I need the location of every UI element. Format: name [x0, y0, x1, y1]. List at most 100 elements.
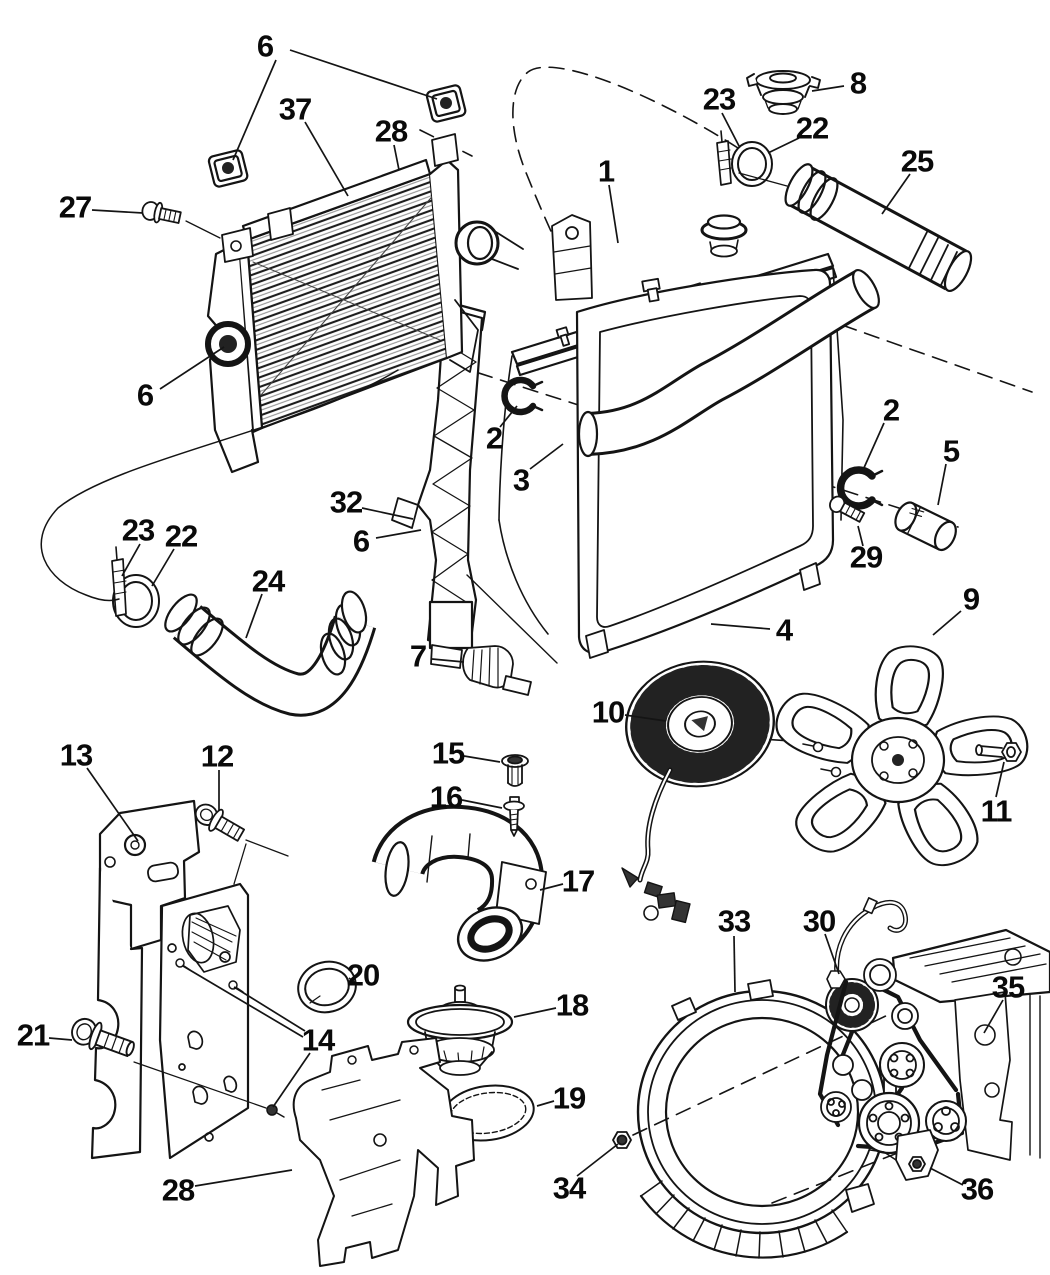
callout-14: 14 — [301, 1022, 335, 1058]
callout-8: 8 — [849, 65, 867, 101]
callout-5: 5 — [942, 433, 960, 469]
intercooler-illustration — [205, 133, 524, 474]
callout-17: 17 — [561, 863, 595, 899]
callout-10: 10 — [591, 694, 625, 730]
intercooler-hose-upper — [784, 163, 973, 292]
mount-bolt-29 — [829, 495, 866, 523]
leader-line-10 — [624, 714, 667, 722]
callout-20: 20 — [346, 957, 380, 993]
callout-35: 35 — [991, 969, 1025, 1005]
leader-line-24 — [245, 593, 263, 639]
mounting-bracket — [90, 799, 250, 1160]
leader-line-22 — [767, 137, 800, 154]
intercooler-mount-grommet — [205, 321, 251, 367]
heater-plug — [501, 754, 529, 787]
callout-3: 3 — [512, 462, 530, 498]
bracket-hole — [167, 905, 241, 1142]
callout-16: 16 — [429, 779, 463, 815]
leader-line-2 — [499, 405, 518, 428]
bolt-21 — [71, 1017, 267, 1109]
leader-line-34 — [576, 1143, 619, 1177]
leader-line-5 — [937, 463, 947, 506]
callout-15: 15 — [431, 735, 465, 771]
callout-22: 22 — [164, 518, 198, 554]
leader-line-13 — [86, 767, 139, 842]
leader-line-6 — [232, 59, 277, 161]
leader-line-1 — [608, 184, 619, 244]
callout-13: 13 — [59, 737, 93, 773]
leader-line-21 — [48, 1037, 73, 1041]
leader-line-2 — [862, 422, 885, 471]
fan-blade — [764, 641, 1034, 876]
insulator-bushing — [894, 501, 957, 552]
callout-28: 28 — [161, 1172, 195, 1208]
thermostat — [406, 984, 514, 1076]
leader-line-17 — [539, 883, 564, 891]
callout-2: 2 — [485, 420, 503, 456]
leader-line-23 — [121, 543, 141, 577]
leader-line-6 — [375, 529, 422, 539]
clutch-harness — [621, 767, 691, 924]
mount-nut — [207, 84, 467, 188]
leader-line-22 — [151, 548, 175, 587]
callout-7: 7 — [409, 638, 427, 674]
leader-line-28 — [393, 144, 400, 171]
hose-clamp-lower — [111, 546, 160, 628]
leader-line-37 — [304, 121, 349, 197]
callout-37: 37 — [278, 91, 312, 127]
radiator-cap — [746, 70, 821, 115]
air-duct — [292, 1037, 475, 1267]
callout-4: 4 — [775, 612, 793, 648]
leader-line-29 — [857, 525, 864, 547]
radiator-upper-mount — [551, 214, 593, 301]
callout-30: 30 — [802, 903, 836, 939]
callout-33: 33 — [717, 903, 751, 939]
leader-line-11 — [995, 761, 1005, 798]
leader-line-9 — [932, 610, 962, 636]
radiator-filler-neck — [700, 214, 748, 258]
callout-23: 23 — [702, 81, 736, 117]
callout-1: 1 — [597, 153, 615, 189]
engine-assembly — [817, 897, 1050, 1181]
leader-line-3 — [529, 443, 564, 470]
leader-line-19 — [536, 1100, 555, 1107]
callout-32: 32 — [329, 484, 363, 520]
leader-line-18 — [513, 1007, 557, 1018]
wiring-harness — [826, 897, 909, 989]
fan-clutch — [621, 660, 775, 924]
callout-9: 9 — [962, 581, 980, 617]
leader-line-23 — [721, 112, 740, 147]
leader-line-8 — [811, 85, 845, 92]
callout-34: 34 — [552, 1170, 586, 1206]
callout-11: 11 — [980, 793, 1013, 829]
leader-line-20 — [348, 977, 358, 985]
leader-line-25 — [881, 173, 911, 215]
callout-29: 29 — [849, 539, 883, 575]
leader-line-6 — [159, 346, 225, 390]
callout-22: 22 — [795, 110, 829, 146]
callout-12: 12 — [200, 738, 234, 774]
leader-line-15 — [463, 755, 501, 763]
leader-line-36 — [929, 1167, 964, 1186]
callout-36: 36 — [960, 1171, 994, 1207]
drain-fitting — [462, 645, 532, 696]
hose-clamp-upper — [716, 130, 788, 187]
callout-19: 19 — [552, 1080, 586, 1116]
leader-line-6 — [289, 49, 438, 100]
leader-line-27 — [91, 209, 144, 214]
hose-routing-line — [40, 369, 399, 602]
callout-23: 23 — [121, 512, 155, 548]
vent-screw — [503, 796, 525, 837]
leader-line-4 — [710, 623, 771, 630]
intercooler-bolt — [141, 201, 221, 239]
intercooler-outlet-port — [454, 220, 524, 270]
leader-line-16 — [461, 799, 503, 809]
callout-6: 6 — [136, 377, 154, 413]
intercooler-hose-lower — [164, 590, 377, 717]
leader-line-28 — [194, 1169, 293, 1187]
spring-clamp — [836, 466, 884, 510]
leader-line-14 — [182, 965, 304, 1038]
pulley — [820, 958, 967, 1155]
